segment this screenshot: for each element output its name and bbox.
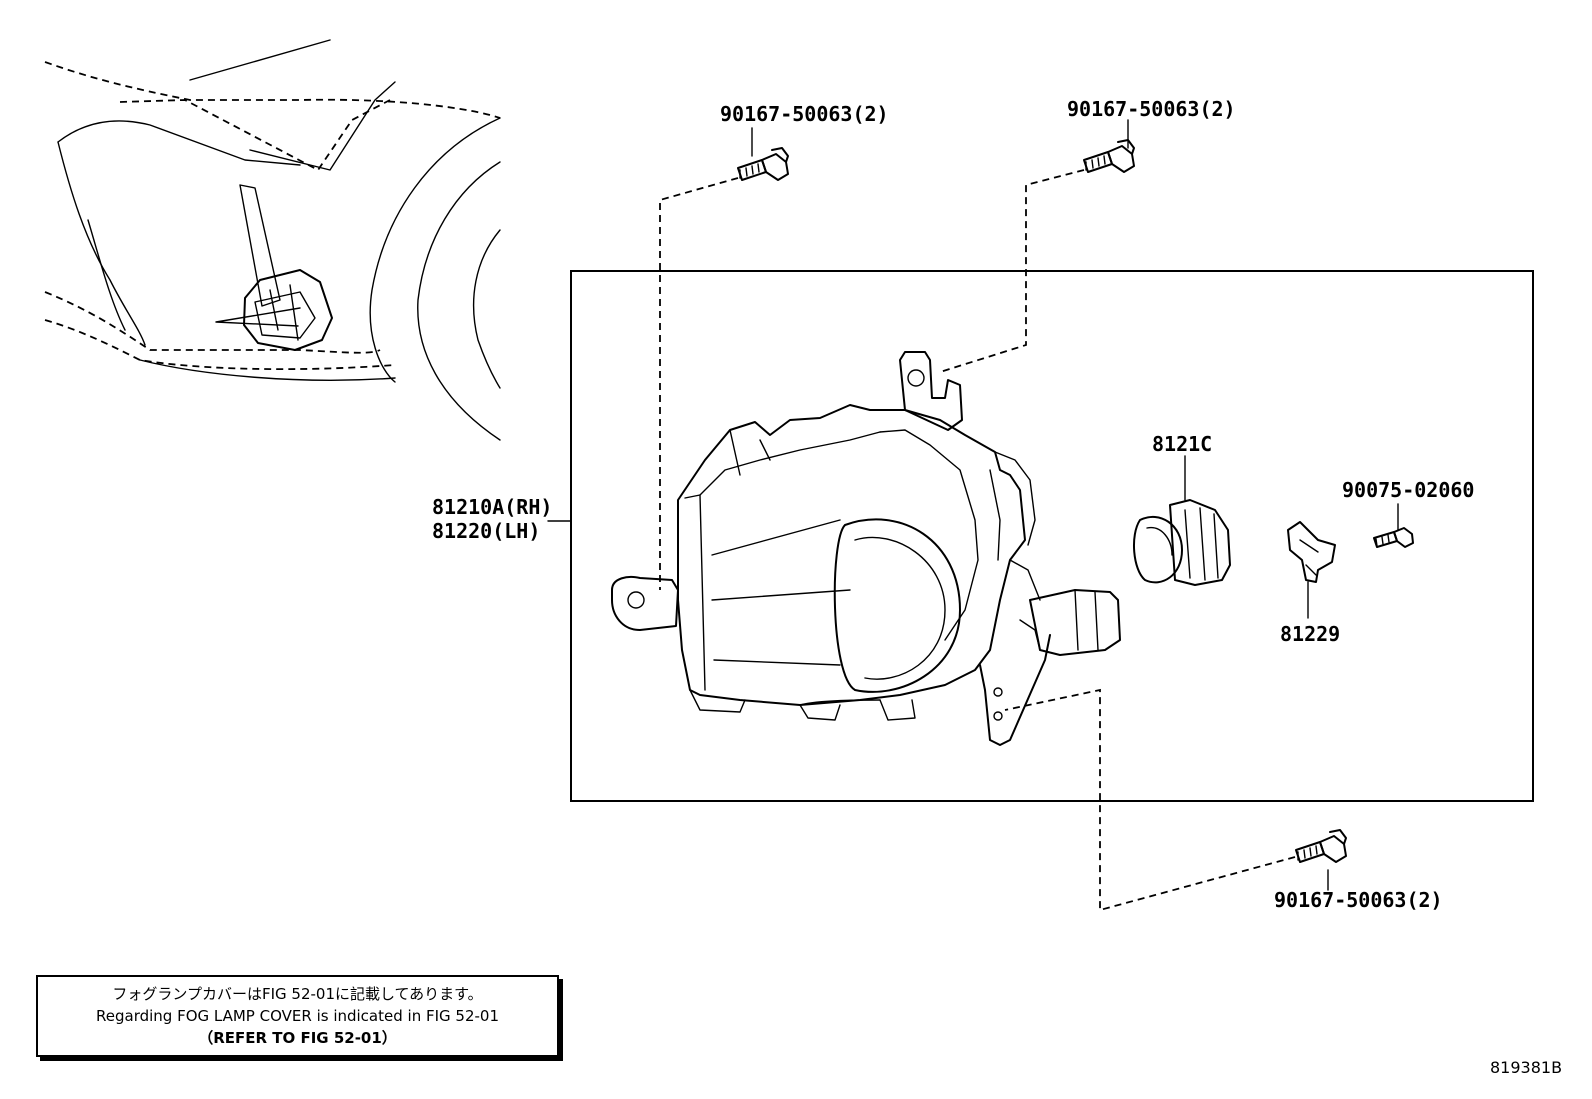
- bolt-top-left-icon: [737, 147, 789, 181]
- label-bolt-top-left: 90167-50063(2): [720, 102, 889, 126]
- screw-icon: [1373, 527, 1414, 548]
- label-fog-lamp-rh: 81210A(RH): [432, 495, 552, 519]
- vehicle-location-sketch: [44, 39, 501, 441]
- bolt-top-right-icon: [1083, 139, 1135, 173]
- bracket-icon: [1287, 521, 1336, 583]
- label-fog-lamp-lh: 81220(LH): [432, 519, 540, 543]
- fog-lamp-bulb-icon: [1133, 499, 1231, 586]
- figure-id: 819381B: [1490, 1058, 1563, 1077]
- assembly-frame: [570, 270, 1534, 802]
- label-bolt-top-right: 90167-50063(2): [1067, 97, 1236, 121]
- label-bracket: 81229: [1280, 622, 1340, 646]
- note-line-reference: （REFER TO FIG 52-01）: [198, 1029, 397, 1047]
- note-line-japanese: フォグランプカバーはFIG 52-01に記載してあります。: [112, 985, 483, 1003]
- fog-lamp-assembly: [611, 351, 1121, 746]
- label-bolt-bottom: 90167-50063(2): [1274, 888, 1443, 912]
- reference-note: フォグランプカバーはFIG 52-01に記載してあります。 Regarding …: [36, 975, 559, 1057]
- bolt-bottom-icon: [1295, 829, 1347, 863]
- label-bulb: 8121C: [1152, 432, 1212, 456]
- fog-lamp-location-icon: [215, 269, 333, 351]
- label-screw: 90075-02060: [1342, 478, 1474, 502]
- note-line-english: Regarding FOG LAMP COVER is indicated in…: [96, 1007, 499, 1025]
